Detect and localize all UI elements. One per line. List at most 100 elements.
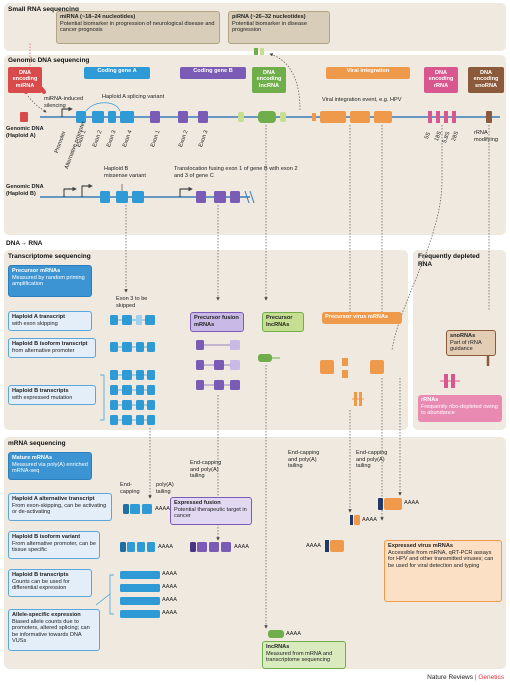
lncrna-gene-block	[258, 111, 276, 123]
pirna-box-text: Potential biomarker in disease progressi…	[232, 20, 307, 34]
transcriptome-virus-transcripts	[320, 358, 384, 406]
snorna-gene-block	[486, 111, 492, 123]
rrna-28s	[452, 111, 456, 123]
expressed-virus-text: Accessible from mRNA, qRT-PCR assays for…	[388, 549, 494, 569]
transcriptome-title: Transcriptome sequencing	[8, 253, 91, 260]
haploid-b-isoform-title: Haploid B isoform transcript	[12, 341, 88, 347]
label-end-capping: End-capping	[120, 482, 140, 495]
mirna-box-title: miRNA (~18–24 nucleotides)	[60, 14, 136, 20]
polya-tail: AAAA	[404, 500, 419, 506]
mature-virus-transcripts	[325, 498, 402, 552]
viral-block-2	[350, 111, 370, 123]
header-dna-snorna: DNA encoding snoRNA	[468, 67, 504, 93]
precursor-mrna-box: Precursor mRNAs Measured by random primi…	[8, 265, 92, 297]
header-dna-rrna: DNA encoding rRNA	[424, 67, 458, 93]
haploid-b-transcripts-box: Haploid B transcripts with expressed mut…	[8, 385, 96, 405]
header-dna-lncrna: DNA encoding lncRNA	[252, 67, 286, 93]
label-lnc-cap: End-capping and poly(A) tailing	[288, 450, 320, 470]
footer-separator: |	[474, 674, 477, 681]
alt-transcript-box: Haploid A alternative transcript From ex…	[8, 493, 112, 521]
mirna-box-text: Potential biomarker in progression of ne…	[60, 20, 215, 34]
viral-block-3	[374, 111, 392, 123]
label-haploid-a-variant: Haploid A splicing variant	[102, 94, 165, 100]
header-gene-b: Coding gene B	[180, 67, 246, 79]
lnc-precursor	[258, 354, 272, 362]
header-gene-a: Coding gene A	[84, 67, 150, 79]
precursor-fusion-box: Precursor fusion mRNAs	[190, 312, 244, 332]
alt-transcript-text: From exon-skipping, can be activating or…	[12, 502, 107, 516]
label-viral-event: Viral integration event, e.g. HPV	[322, 97, 402, 103]
allele-specific-title: Allele-specific expression	[12, 612, 81, 618]
label-rrna-modifying: rRNA modifying	[474, 130, 498, 143]
polya-tail: AAAA	[234, 544, 249, 550]
polya-tail: AAAA	[162, 584, 177, 590]
pirna-box-title: piRNA (~26–32 nucleotides)	[232, 14, 306, 20]
gene-a-exon2	[92, 111, 104, 123]
rrna-box: rRNAs Frequently ribo-depleted owing to …	[418, 395, 502, 422]
footer-section: Genetics	[478, 674, 504, 681]
label-missense: Haploid B missense variant	[104, 166, 146, 179]
lncrna-mature-text: Measured from mRNA and transcriptome seq…	[266, 650, 333, 664]
splicing-variant-arc	[85, 102, 121, 112]
lncrna-mature-box: lncRNAs Measured from mRNA and transcrip…	[262, 641, 346, 669]
journal-footer: Nature Reviews | Genetics	[427, 674, 504, 681]
mature-mrna-box: Mature mRNAs Measured via poly(A) enrich…	[8, 452, 92, 480]
promoter-arrow-a	[61, 106, 73, 117]
pirna-info-box: piRNA (~26–32 nucleotides) Potential bio…	[228, 11, 330, 44]
polya-tail: AAAA	[306, 543, 321, 549]
polya-tail: AAAA	[158, 544, 173, 550]
alt-transcript-title: Haploid A alternative transcript	[12, 496, 95, 502]
haploid-b-transcripts-title: Haploid B transcripts	[12, 388, 69, 394]
expressed-virus-box: Expressed virus mRNAs Accessible from mR…	[384, 540, 502, 602]
haploid-a-transcript-box: Haploid A transcript with exon skipping	[8, 311, 92, 331]
expressed-fusion-text: Potential therapeutic target in cancer	[174, 506, 247, 520]
header-dna-mirna: DNA encoding miRNA	[8, 67, 42, 93]
polya-tail: AAAA	[155, 506, 170, 512]
depleted-title: Frequently depleted RNA	[418, 253, 480, 268]
label-virus-cap: End-capping and poly(A) tailing	[356, 450, 388, 470]
precursor-title: Precursor mRNAs	[12, 268, 61, 274]
mirna-info-box: miRNA (~18–24 nucleotides) Potential bio…	[56, 11, 220, 44]
haploid-b-counts-box: Haploid B transcripts Counts can be used…	[8, 569, 92, 597]
genomic-title: Genomic DNA sequencing	[8, 57, 90, 64]
gene-b-exon1	[150, 111, 160, 123]
header-viral: Viral integration	[326, 67, 410, 79]
allele-specific-text: Biased allele counts due to promoters, a…	[12, 618, 90, 645]
mature-gene-a-transcripts	[95, 504, 160, 618]
gene-a-exon1	[76, 111, 86, 123]
rrna-title: rRNAs	[421, 397, 439, 403]
precursor-virus-box: Precursor virus mRNAs	[322, 312, 402, 324]
label-exon3-skip: Exon 3 to be skipped	[116, 296, 148, 309]
footer-journal: Nature Reviews	[427, 674, 474, 681]
precursor-text: Measured by random priming amplification	[12, 274, 85, 288]
transcriptome-gene-a-transcripts	[100, 315, 155, 425]
mirna-gene-block	[20, 112, 28, 122]
expressed-fusion-title: Expressed fusion	[174, 500, 221, 506]
label-fusion-cap: End-capping and poly(A) tailing	[190, 460, 222, 480]
polya-tail: AAAA	[162, 571, 177, 577]
mature-title: Mature mRNAs	[12, 455, 53, 461]
rrna-18s	[436, 111, 440, 123]
mature-text: Measured via poly(A) enriched mRNA-seq	[12, 461, 88, 475]
allele-specific-box: Allele-specific expression Biased allele…	[8, 609, 100, 651]
isoform-variant-title: Haploid B isoform variant	[12, 534, 81, 540]
polya-tail: AAAA	[162, 610, 177, 616]
label-polya-tailing: poly(A) tailing	[156, 482, 174, 495]
label-mirna-silencing: miRNA-induced silencing	[44, 96, 84, 109]
rrna-text: Frequently ribo-depleted owing to abunda…	[421, 403, 498, 417]
snorna-text: Part of rRNA guidance	[450, 339, 482, 353]
haploid-b-counts-title: Haploid B transcripts	[12, 572, 69, 578]
haploid-a-transcript-text: with exon skipping	[12, 320, 58, 327]
rrna-58s	[444, 111, 448, 123]
precursor-lnc-box: Precursor lncRNAs	[262, 312, 304, 332]
haploid-b-isoform-text: from alternative promoter	[12, 347, 75, 354]
label-haploid-b: Genomic DNA (Haploid B)	[6, 184, 44, 197]
snorna-title: snoRNAs	[450, 333, 476, 339]
polya-tail: AAAA	[286, 631, 301, 637]
haploid-b-counts-text: Counts can be used for differential expr…	[12, 578, 70, 592]
haploid-b-transcripts-text: with expressed mutation	[12, 394, 73, 401]
gene-a-exon4	[120, 111, 134, 123]
rrna-5s	[428, 111, 432, 123]
mrna-title: mRNA sequencing	[8, 440, 66, 447]
